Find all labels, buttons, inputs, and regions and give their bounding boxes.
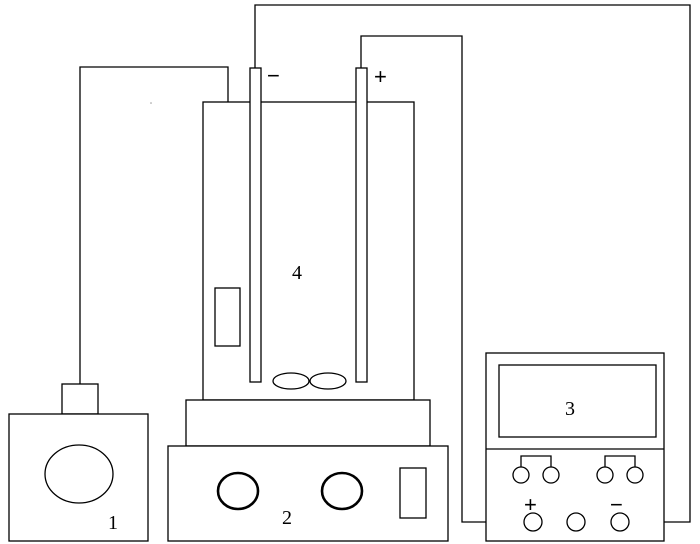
negative-terminal-sign: − bbox=[610, 492, 623, 517]
connector-bracket-right bbox=[604, 455, 636, 468]
scan-speck bbox=[150, 102, 152, 104]
wire-positive-electrode-to-supply bbox=[360, 35, 524, 523]
device-label-2: 2 bbox=[282, 507, 292, 529]
stirrer-top-plate bbox=[185, 399, 431, 447]
power-supply-display bbox=[498, 364, 657, 438]
center-terminal bbox=[566, 512, 586, 532]
stir-bar-right bbox=[309, 372, 347, 390]
device-label-1: 1 bbox=[108, 512, 118, 534]
meter-connector bbox=[61, 383, 99, 415]
positive-terminal-sign: + bbox=[524, 492, 537, 517]
connector-knob-right-a bbox=[596, 466, 614, 484]
cell-label-4: 4 bbox=[292, 262, 302, 284]
meter-dial bbox=[44, 444, 114, 504]
negative-electrode bbox=[249, 67, 262, 383]
negative-electrode-sign: − bbox=[267, 63, 280, 88]
connector-knob-left-a bbox=[512, 466, 530, 484]
stir-bar-left bbox=[272, 372, 310, 390]
positive-electrode bbox=[355, 67, 368, 383]
positive-electrode-sign: + bbox=[374, 64, 387, 89]
stirrer-knob-left bbox=[216, 471, 260, 511]
beaker bbox=[202, 101, 415, 401]
probe-sensor bbox=[214, 287, 241, 347]
device-label-3: 3 bbox=[565, 398, 575, 420]
negative-terminal bbox=[610, 512, 630, 532]
connector-knob-right-b bbox=[626, 466, 644, 484]
stirrer-switch bbox=[399, 467, 427, 519]
connector-bracket-left bbox=[520, 455, 552, 468]
wire-negative-electrode-to-supply bbox=[254, 4, 691, 523]
positive-terminal bbox=[523, 512, 543, 532]
stirrer-knob-right bbox=[320, 471, 364, 511]
connector-knob-left-b bbox=[542, 466, 560, 484]
